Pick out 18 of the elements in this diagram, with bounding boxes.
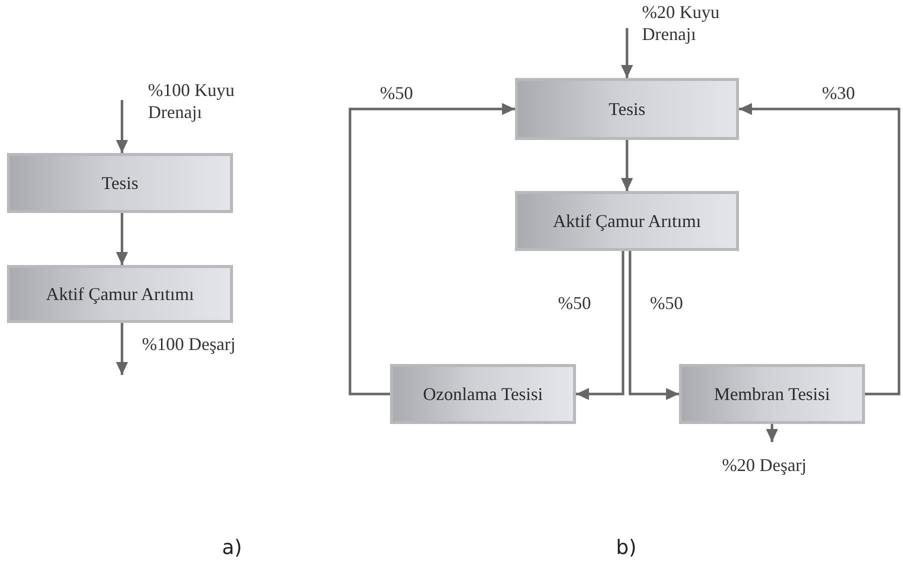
process-box: Aktif Çamur Arıtımı (515, 191, 739, 251)
panel-label: b) (616, 535, 636, 559)
process-box: Tesis (7, 153, 233, 213)
process-box: Ozonlama Tesisi (390, 364, 576, 424)
arrow (348, 103, 515, 396)
arrow (628, 251, 679, 400)
arrow (116, 323, 128, 375)
panel-label: a) (222, 535, 242, 559)
process-box: Tesis (515, 78, 739, 140)
process-box: Membran Tesisi (679, 364, 865, 424)
arrow (739, 103, 900, 396)
arrow (116, 100, 128, 153)
arrow (766, 424, 778, 442)
arrow (576, 251, 624, 400)
arrow (621, 28, 633, 78)
process-box: Aktif Çamur Arıtımı (7, 265, 233, 323)
arrow (621, 140, 633, 191)
arrow (116, 213, 128, 265)
